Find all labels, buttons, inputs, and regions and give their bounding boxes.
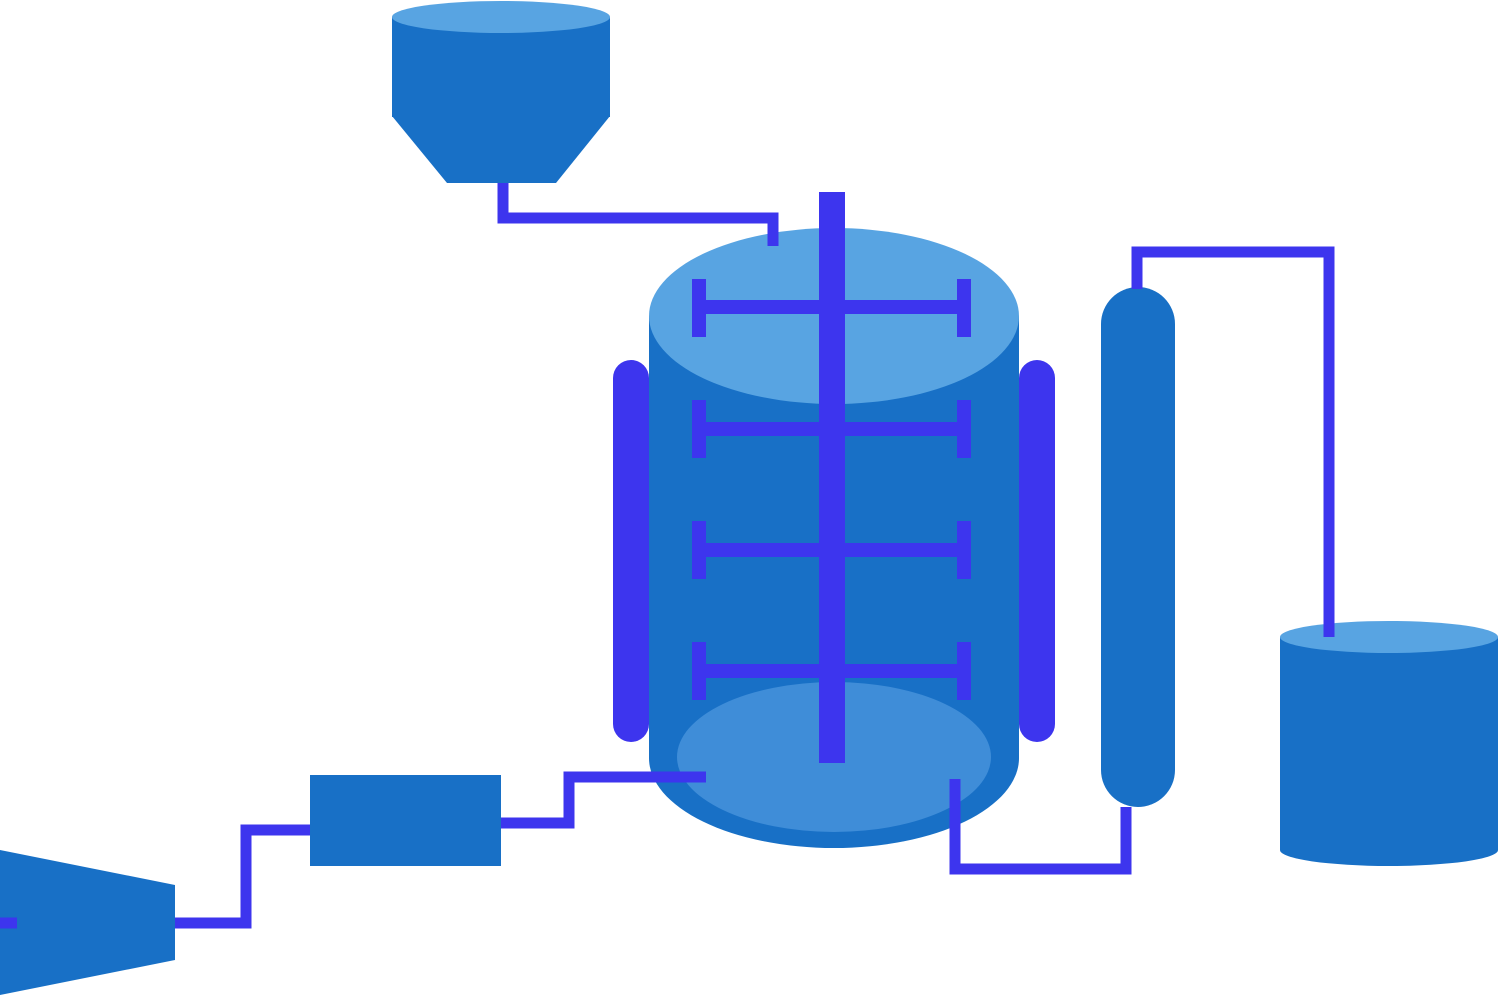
impeller [692, 279, 971, 337]
agitator [692, 192, 971, 763]
hopper-body [392, 17, 610, 117]
hopper-cone [392, 116, 610, 183]
pump-box [310, 775, 501, 866]
pipe-reactor-to-column [949, 779, 1132, 875]
jacket-right [1019, 360, 1055, 742]
storage-tank [1280, 621, 1498, 866]
pipe-hopper-to-reactor [497, 183, 779, 246]
impeller [692, 642, 971, 700]
tank-top [1280, 621, 1498, 653]
hopper [392, 1, 610, 183]
reactor-jacket [613, 360, 1055, 742]
tank-body [1280, 637, 1498, 850]
jacket-left [613, 360, 649, 742]
hopper-top [392, 1, 610, 33]
impeller [692, 400, 971, 458]
pipe-compressor-to-pump [175, 824, 310, 929]
pipe-column-to-tank [1131, 246, 1335, 637]
compressor [0, 850, 175, 995]
column [1101, 287, 1175, 807]
pipe-pump-to-reactor [501, 771, 706, 829]
pipes [0, 183, 1335, 929]
impeller [692, 521, 971, 579]
